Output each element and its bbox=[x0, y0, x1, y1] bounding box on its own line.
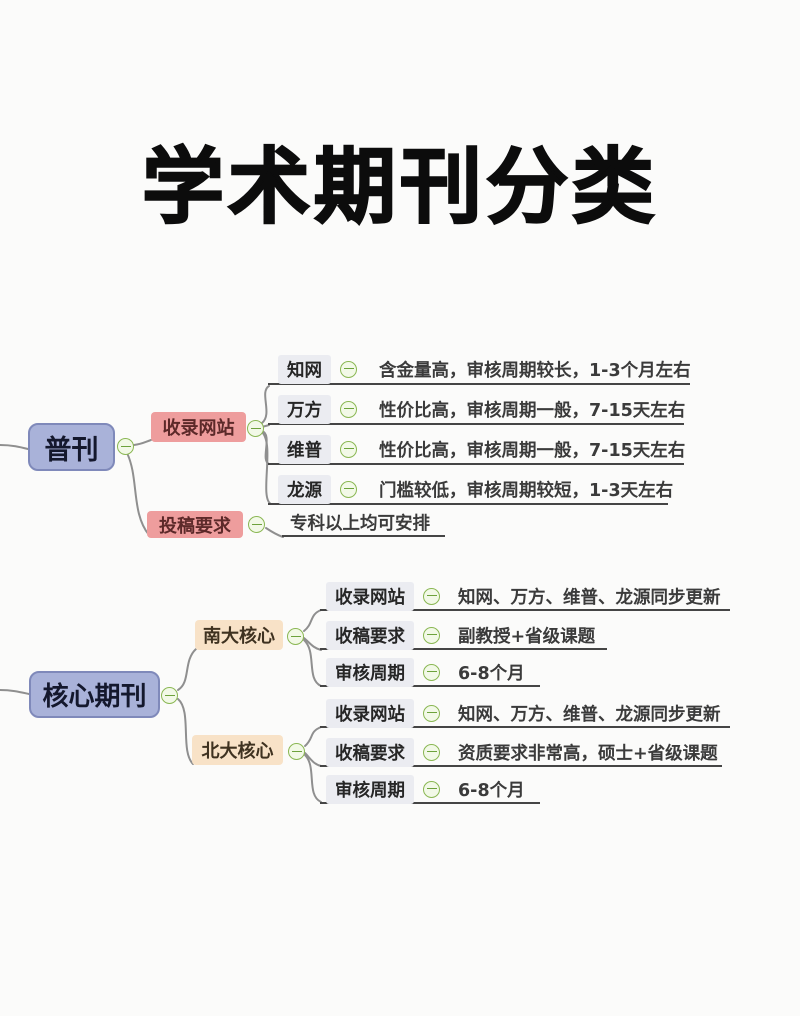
leaf-row-wanfang: 万方 性价比高，审核周期一般，7-15天左右 bbox=[268, 394, 686, 425]
collapse-minus-icon[interactable] bbox=[423, 626, 440, 644]
leaf-value: 资质要求非常高，硕士+省级课题 bbox=[458, 743, 718, 764]
leaf-label[interactable]: 收录网站 bbox=[326, 698, 414, 728]
collapse-minus-icon[interactable] bbox=[287, 628, 304, 645]
leaf-label[interactable]: 维普 bbox=[278, 434, 331, 464]
leaf-value: 性价比高，审核周期一般，7-15天左右 bbox=[379, 440, 686, 461]
leaf-label[interactable]: 知网 bbox=[278, 354, 331, 384]
page-title: 学术期刊分类 bbox=[141, 139, 658, 236]
node-beida-hexin[interactable]: 北大核心 bbox=[192, 735, 283, 765]
leaf-label[interactable]: 收录网站 bbox=[326, 581, 414, 611]
leaf-value: 含金量高，审核周期较长，1-3个月左右 bbox=[379, 360, 691, 381]
leaf-value: 门槛较低，审核周期较短，1-3天左右 bbox=[379, 480, 674, 501]
leaf-row-beida-shougao: 收稿要求 资质要求非常高，硕士+省级课题 bbox=[320, 737, 722, 767]
leaf-label[interactable]: 审核周期 bbox=[326, 774, 414, 804]
leaf-value: 专科以上均可安排 bbox=[290, 514, 430, 534]
collapse-minus-icon[interactable] bbox=[247, 420, 264, 437]
leaf-value: 性价比高，审核周期一般，7-15天左右 bbox=[379, 400, 686, 421]
leaf-label[interactable]: 万方 bbox=[278, 394, 331, 424]
leaf-label[interactable]: 审核周期 bbox=[326, 657, 414, 687]
collapse-minus-icon[interactable] bbox=[248, 516, 265, 533]
collapse-minus-icon[interactable] bbox=[423, 704, 440, 722]
leaf-row-nanda-shoulu: 收录网站 知网、万方、维普、龙源同步更新 bbox=[320, 581, 730, 611]
collapse-minus-icon[interactable] bbox=[423, 587, 440, 605]
leaf-label[interactable]: 收稿要求 bbox=[326, 620, 414, 650]
collapse-minus-icon[interactable] bbox=[423, 780, 440, 798]
collapse-minus-icon[interactable] bbox=[340, 360, 357, 378]
node-tougao-yaoqiu[interactable]: 投稿要求 bbox=[147, 511, 243, 538]
node-pukan[interactable]: 普刊 bbox=[28, 423, 115, 471]
leaf-value: 6-8个月 bbox=[458, 780, 525, 801]
leaf-value: 6-8个月 bbox=[458, 663, 525, 684]
collapse-minus-icon[interactable] bbox=[423, 663, 440, 681]
leaf-value: 知网、万方、维普、龙源同步更新 bbox=[458, 704, 721, 725]
leaf-label[interactable]: 龙源 bbox=[278, 474, 331, 504]
leaf-row-tougao-value: 专科以上均可安排 bbox=[282, 510, 445, 537]
collapse-minus-icon[interactable] bbox=[288, 743, 305, 760]
leaf-label[interactable]: 收稿要求 bbox=[326, 737, 414, 767]
collapse-minus-icon[interactable] bbox=[423, 743, 440, 761]
leaf-row-nanda-shougao: 收稿要求 副教授+省级课题 bbox=[320, 620, 607, 650]
collapse-minus-icon[interactable] bbox=[340, 480, 357, 498]
leaf-row-beida-shoulu: 收录网站 知网、万方、维普、龙源同步更新 bbox=[320, 698, 730, 728]
collapse-minus-icon[interactable] bbox=[117, 438, 134, 455]
node-nanda-hexin[interactable]: 南大核心 bbox=[195, 620, 283, 650]
collapse-minus-icon[interactable] bbox=[161, 687, 178, 704]
collapse-minus-icon[interactable] bbox=[340, 400, 357, 418]
leaf-row-nanda-shenhe: 审核周期 6-8个月 bbox=[320, 657, 540, 687]
collapse-minus-icon[interactable] bbox=[340, 440, 357, 458]
node-hexin-qikan[interactable]: 核心期刊 bbox=[29, 671, 160, 718]
leaf-row-longyuan: 龙源 门槛较低，审核周期较短，1-3天左右 bbox=[268, 474, 673, 505]
leaf-value: 知网、万方、维普、龙源同步更新 bbox=[458, 587, 721, 608]
leaf-row-zhiwang: 知网 含金量高，审核周期较长，1-3个月左右 bbox=[268, 354, 691, 385]
leaf-row-beida-shenhe: 审核周期 6-8个月 bbox=[320, 774, 540, 804]
leaf-row-weipu: 维普 性价比高，审核周期一般，7-15天左右 bbox=[268, 434, 686, 465]
node-shoulu-wangzhan[interactable]: 收录网站 bbox=[151, 412, 246, 442]
leaf-value: 副教授+省级课题 bbox=[458, 626, 596, 647]
